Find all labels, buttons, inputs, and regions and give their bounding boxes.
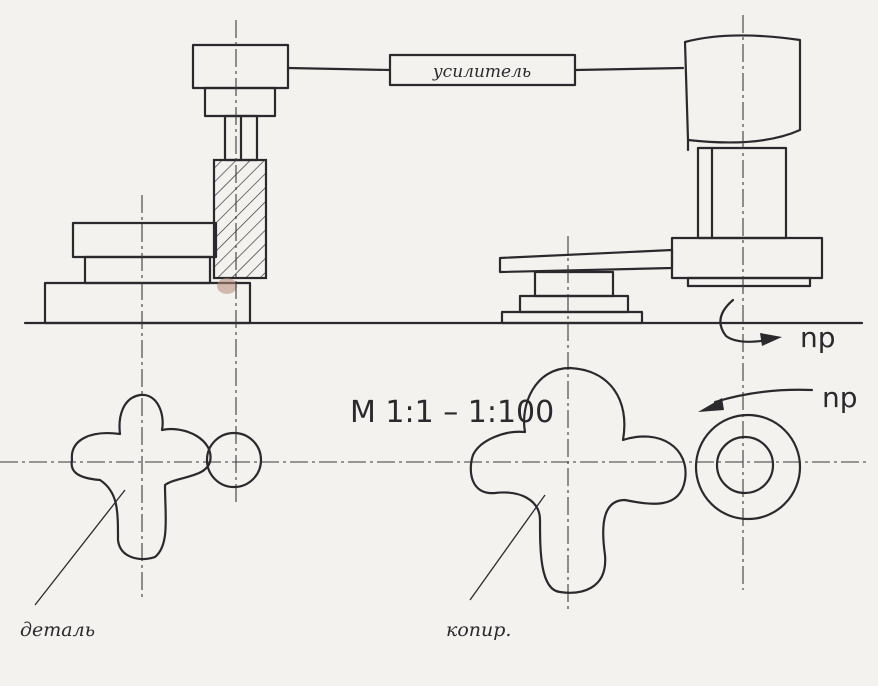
probe-hatched — [212, 158, 268, 280]
part-label: деталь — [20, 619, 95, 641]
tool-outer-circle — [694, 413, 802, 521]
tool-inner-circle — [715, 435, 775, 495]
rotation-arrow-top — [719, 298, 782, 346]
np-label-bottom: nр — [822, 381, 858, 414]
np-label-top: nр — [800, 321, 836, 354]
probe-roller — [205, 431, 263, 489]
rotation-arrow-bottom — [698, 388, 814, 412]
amp-wire-right — [573, 66, 685, 72]
copier-arm — [498, 248, 674, 325]
part-leader — [34, 489, 126, 606]
stain — [217, 278, 237, 294]
part-profile — [70, 393, 212, 561]
copier-leader — [469, 494, 546, 601]
copier-label: копир. — [446, 619, 511, 641]
part-table — [43, 221, 252, 325]
amp-wire-left — [286, 66, 392, 72]
copier-profile — [469, 366, 687, 594]
scale-label: М 1:1 – 1:100 — [350, 395, 554, 430]
left-sensor-head — [191, 43, 290, 162]
right-carriage — [670, 236, 824, 288]
amplifier-label: усилитель — [432, 62, 531, 82]
